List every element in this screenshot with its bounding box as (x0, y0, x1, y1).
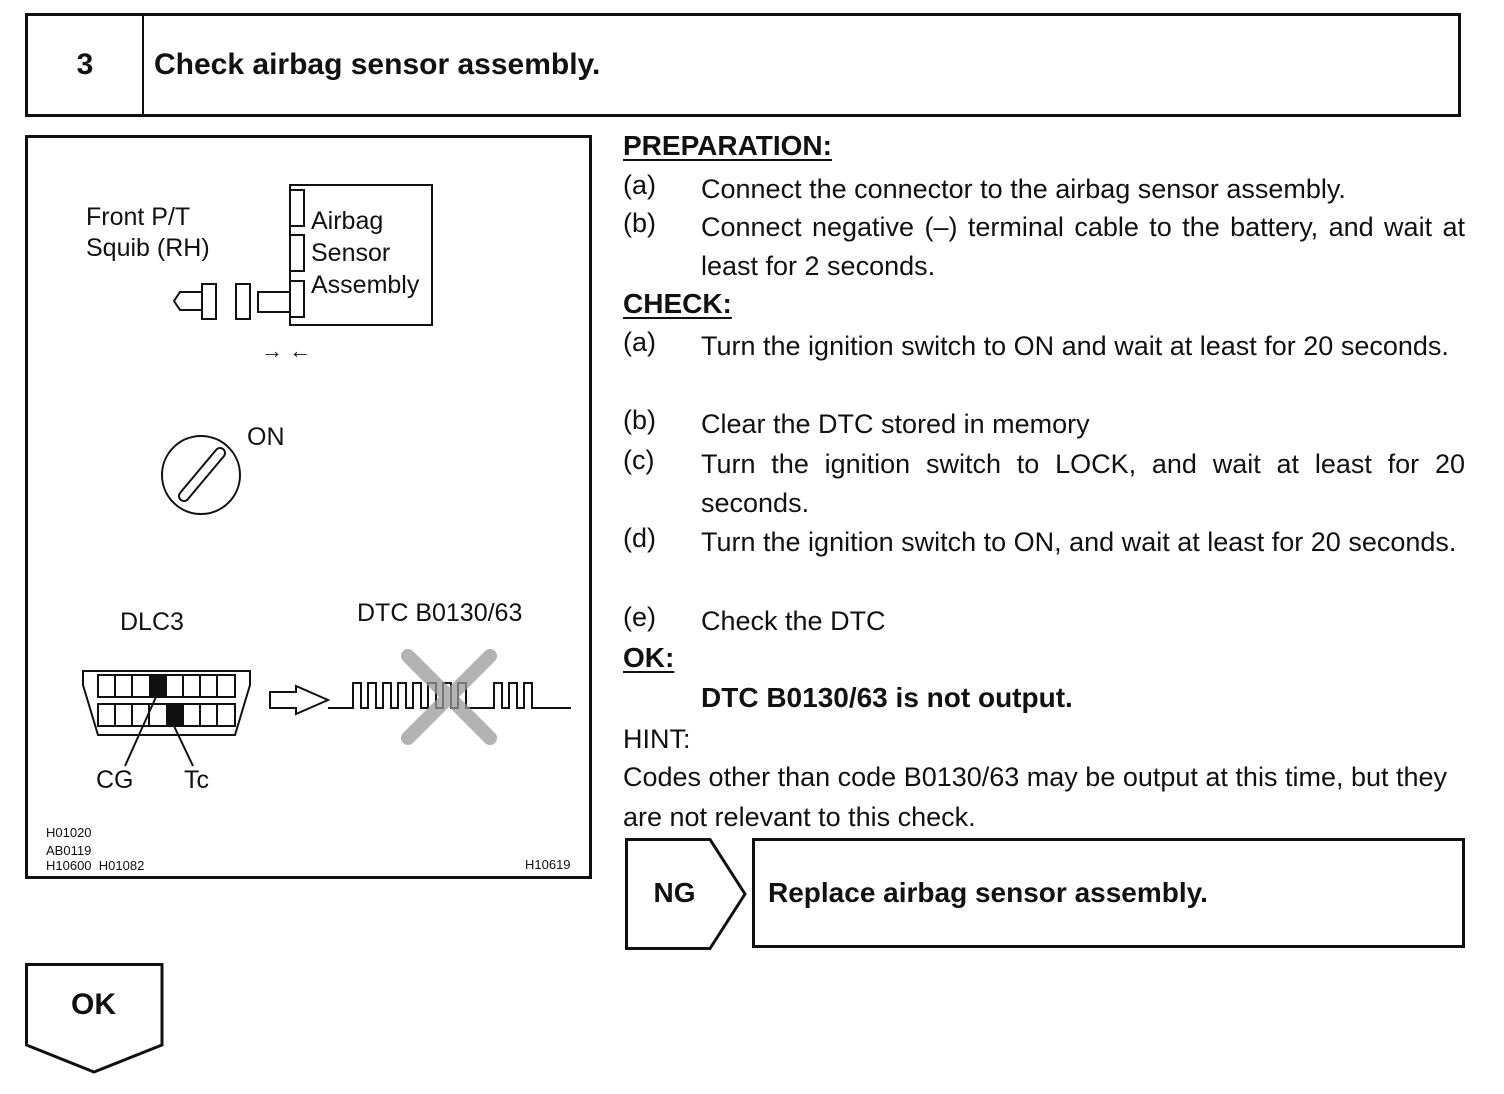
squib-label-line2: Squib (RH) (86, 234, 210, 262)
output-arrow (269, 684, 331, 716)
dtc-label: DTC B0130/63 (357, 599, 523, 627)
sensor-connector-plug (257, 291, 290, 313)
ignition-on-label: ON (247, 423, 285, 451)
ng-action-text: Replace airbag sensor assembly. (768, 877, 1208, 908)
item-label: (a) (623, 170, 656, 200)
item-text: Turn the ignition switch to ON and wait … (701, 331, 1449, 361)
sensor-pin-1 (289, 189, 305, 227)
sensor-label-line2: Sensor (311, 239, 391, 267)
ng-tag-shape (625, 838, 747, 950)
item-text: Turn the ignition switch to ON, and wait… (701, 527, 1457, 557)
item-label: (e) (623, 602, 656, 632)
sensor-label-line1: Airbag (311, 207, 384, 235)
step-header: 3 Check airbag sensor assembly. (25, 13, 1461, 117)
item-text: Clear the DTC stored in memory (701, 409, 1090, 439)
waveform-cross-mark (401, 649, 497, 745)
tc-lead-line (173, 725, 194, 767)
sensor-connector-housing (235, 283, 251, 320)
ref-code-3: H10600 H01082 (46, 858, 145, 873)
item-text: Connect negative (–) terminal cable to t… (701, 212, 1465, 281)
item-label: (b) (623, 208, 656, 238)
ng-label: NG (653, 877, 696, 908)
ok-result: DTC B0130/63 is not output. (701, 682, 1073, 713)
squib-connector-plug (172, 291, 202, 311)
ok-flow-label: OK (71, 988, 116, 1021)
sensor-pin-2 (289, 234, 305, 272)
connect-arrows: → ← (261, 338, 312, 363)
ref-code-main: H10619 (525, 857, 571, 872)
item-label: (b) (623, 405, 656, 435)
ng-action-box: Replace airbag sensor assembly. (752, 838, 1465, 948)
cg-pin (149, 675, 166, 697)
dlc3-label: DLC3 (120, 608, 184, 636)
cg-label: CG (96, 766, 134, 794)
sensor-label-line3: Assembly (311, 271, 420, 299)
cg-lead-line (124, 696, 157, 767)
item-text: Connect the connector to the airbag sens… (701, 174, 1346, 204)
item-text: Check the DTC (701, 606, 886, 636)
sensor-pin-3 (289, 280, 305, 318)
step-title: Check airbag sensor assembly. (154, 48, 601, 81)
step-number: 3 (28, 16, 144, 114)
diagram-figure: Front P/T Squib (RH) Airbag Sensor Assem… (25, 135, 592, 879)
dlc3-connector-outline (82, 670, 251, 736)
ref-code-2: AB0119 (46, 843, 92, 858)
item-label: (c) (623, 445, 655, 475)
ref-code-1: H01020 (46, 825, 92, 840)
ignition-key-slot (178, 447, 226, 502)
item-label: (d) (623, 523, 656, 553)
diagram-illustration (82, 184, 571, 767)
hint-text: Codes other than code B0130/63 may be ou… (623, 762, 1448, 832)
ignition-switch (161, 435, 241, 515)
ok-heading: OK: (623, 642, 675, 673)
hint-heading: HINT: (623, 724, 691, 754)
preparation-heading: PREPARATION: (623, 130, 832, 161)
tc-pin (166, 704, 183, 726)
item-text: Turn the ignition switch to LOCK, and wa… (701, 449, 1465, 518)
tc-label: Tc (184, 766, 209, 794)
squib-connector-housing (201, 283, 217, 320)
item-label: (a) (623, 327, 656, 357)
squib-label-line1: Front P/T (86, 203, 191, 231)
check-heading: CHECK: (623, 288, 732, 319)
ok-tag-shape (25, 963, 164, 1074)
